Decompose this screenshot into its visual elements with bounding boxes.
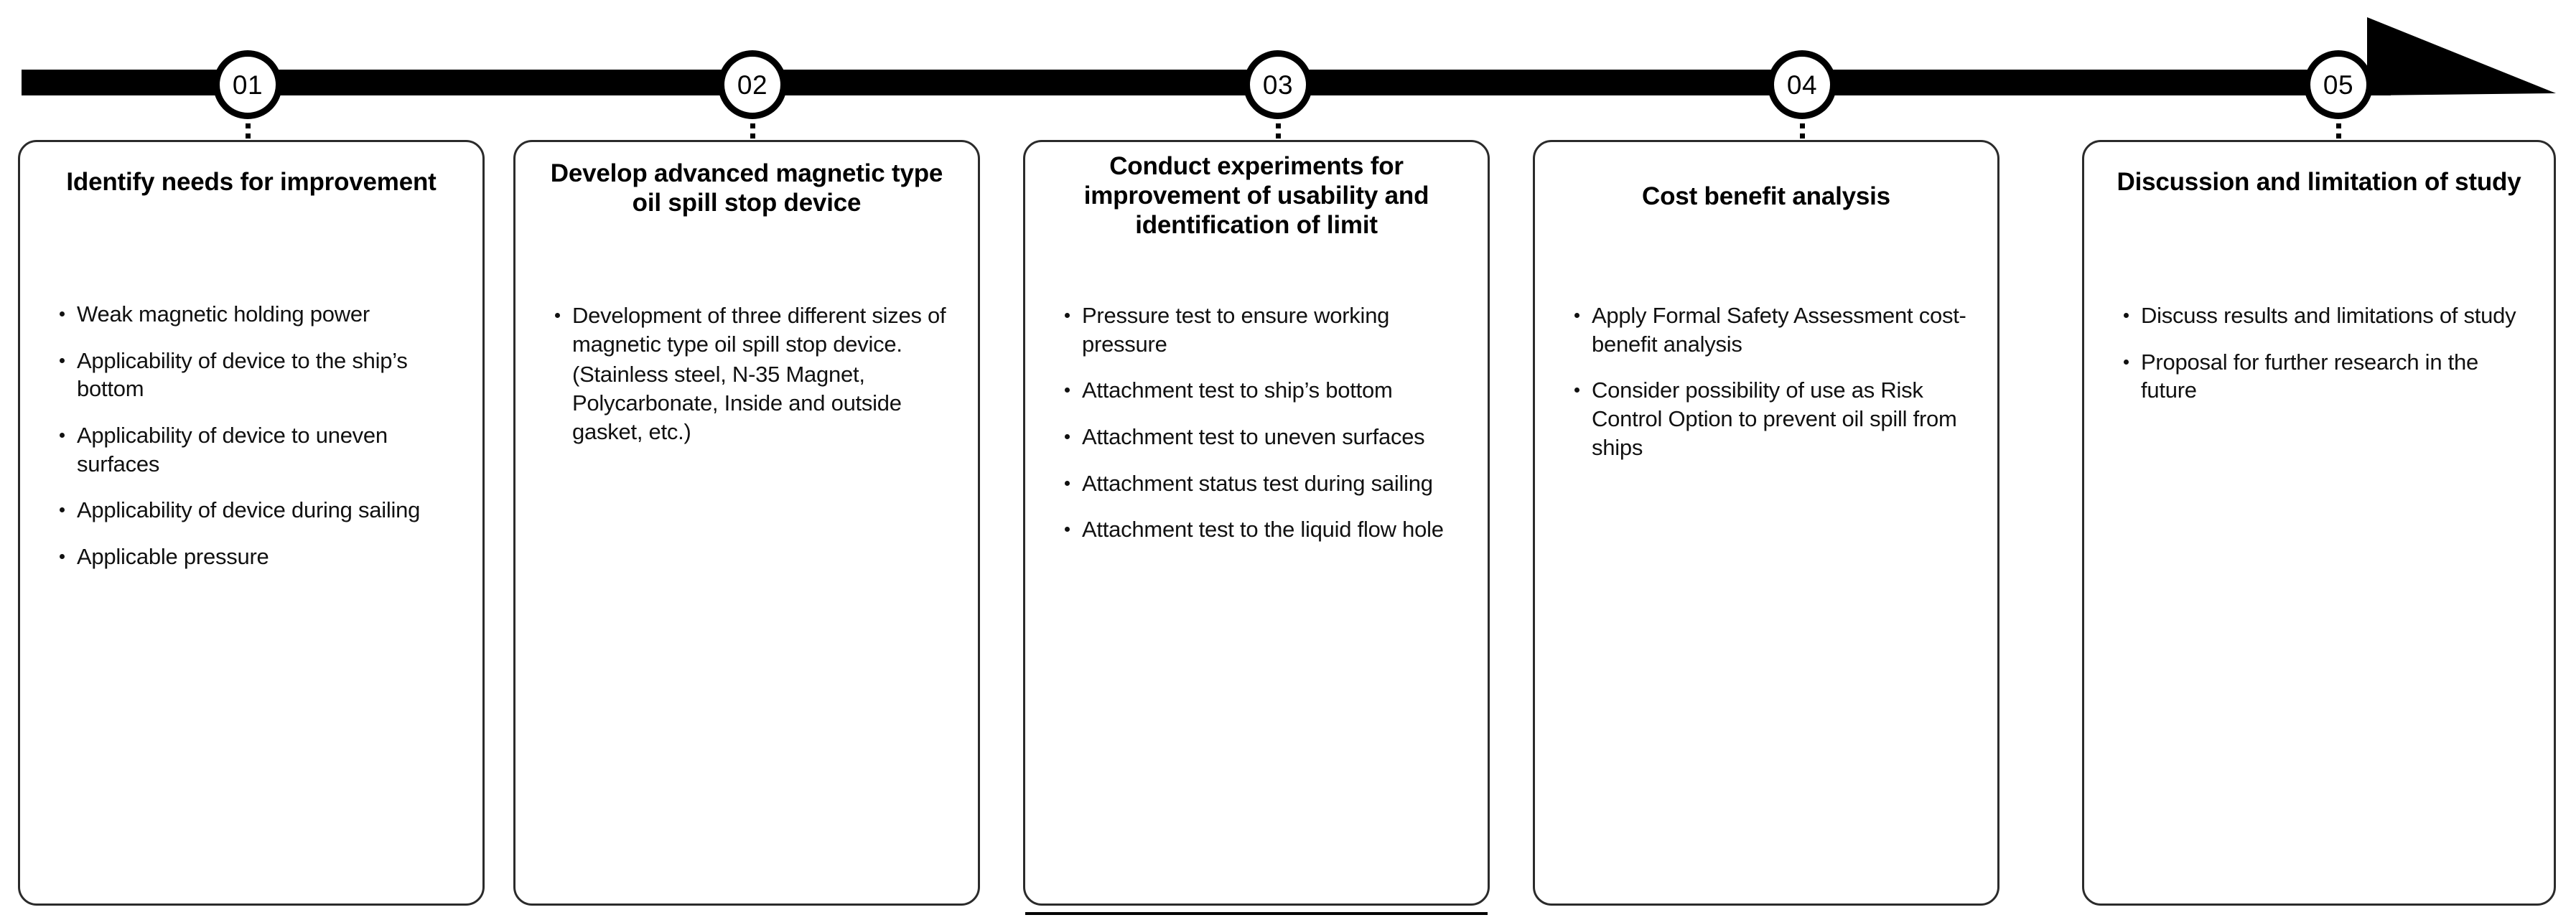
- step-card-05: Discussion and limitation of study Discu…: [2082, 140, 2556, 906]
- list-item: Attachment status test during sailing: [1063, 469, 1466, 498]
- list-item: Applicability of device to uneven surfac…: [57, 421, 461, 478]
- step-title-03: Conduct experiments for improvement of u…: [1083, 152, 1429, 239]
- step-number-03: 03: [1262, 70, 1294, 100]
- step-card-04: Cost benefit analysis Apply Formal Safet…: [1533, 140, 1999, 906]
- list-item: Weak magnetic holding power: [57, 300, 461, 329]
- step-connector-02: [750, 123, 755, 142]
- timeline-bar: [22, 70, 2391, 95]
- step-body-04: Apply Formal Safety Assessment cost-bene…: [1572, 301, 1976, 479]
- list-item: Proposal for further research in the fut…: [2122, 348, 2532, 405]
- step-connector-04: [1800, 123, 1805, 142]
- step-number-04: 04: [1786, 70, 1818, 100]
- list-item: Consider possibility of use as Risk Cont…: [1572, 376, 1976, 461]
- list-item: Development of three different sizes of …: [553, 301, 956, 358]
- timeline-arrowhead: [2367, 17, 2556, 95]
- list-item: Attachment test to ship’s bottom: [1063, 376, 1466, 405]
- step-title-04: Cost benefit analysis: [1642, 182, 1890, 210]
- list-item: Applicability of device to the ship’s bo…: [57, 347, 461, 403]
- list-item: (Stainless steel, N-35 Magnet, Polycarbo…: [572, 362, 902, 444]
- step-number-05: 05: [2323, 70, 2354, 100]
- step-title-01: Identify needs for improvement: [66, 168, 437, 196]
- step-marker-02[interactable]: 02: [718, 50, 787, 119]
- bullet-list-04: Apply Formal Safety Assessment cost-bene…: [1572, 301, 1976, 461]
- list-item: Apply Formal Safety Assessment cost-bene…: [1572, 301, 1976, 358]
- step-card-03: Conduct experiments for improvement of u…: [1023, 140, 1490, 915]
- bullet-list-01: Weak magnetic holding power Applicabilit…: [57, 300, 461, 571]
- step-body-05: Discuss results and limitations of study…: [2122, 301, 2532, 423]
- step-number-02: 02: [737, 70, 768, 100]
- step-body-01: Weak magnetic holding power Applicabilit…: [57, 300, 461, 589]
- list-item: Attachment test to the liquid flow hole: [1063, 515, 1466, 544]
- step-connector-03: [1276, 123, 1281, 142]
- step-title-05: Discussion and limitation of study: [2117, 168, 2521, 196]
- step-card-01: Identify needs for improvement Weak magn…: [18, 140, 485, 906]
- step-body-03: Pressure test to ensure working pressure…: [1063, 301, 1466, 562]
- list-item: Attachment test to uneven surfaces: [1063, 423, 1466, 451]
- list-item: Applicable pressure: [57, 543, 461, 571]
- step-marker-01[interactable]: 01: [213, 50, 282, 119]
- list-item: Discuss results and limitations of study: [2122, 301, 2532, 330]
- step-marker-04[interactable]: 04: [1768, 50, 1837, 119]
- list-item: Applicability of device during sailing: [57, 496, 461, 525]
- bullet-list-03: Pressure test to ensure working pressure…: [1063, 301, 1466, 544]
- step-connector-01: [246, 123, 251, 142]
- step-marker-03[interactable]: 03: [1243, 50, 1312, 119]
- bullet-list-05: Discuss results and limitations of study…: [2122, 301, 2532, 405]
- bullet-list-02: Development of three different sizes of …: [553, 301, 956, 446]
- step-marker-05[interactable]: 05: [2304, 50, 2373, 119]
- step-connector-05: [2336, 123, 2341, 142]
- card-section-divider: [1025, 912, 1488, 915]
- step-number-01: 01: [232, 70, 263, 100]
- list-item: Pressure test to ensure working pressure: [1063, 301, 1466, 358]
- step-body-02: Development of three different sizes of …: [553, 301, 956, 464]
